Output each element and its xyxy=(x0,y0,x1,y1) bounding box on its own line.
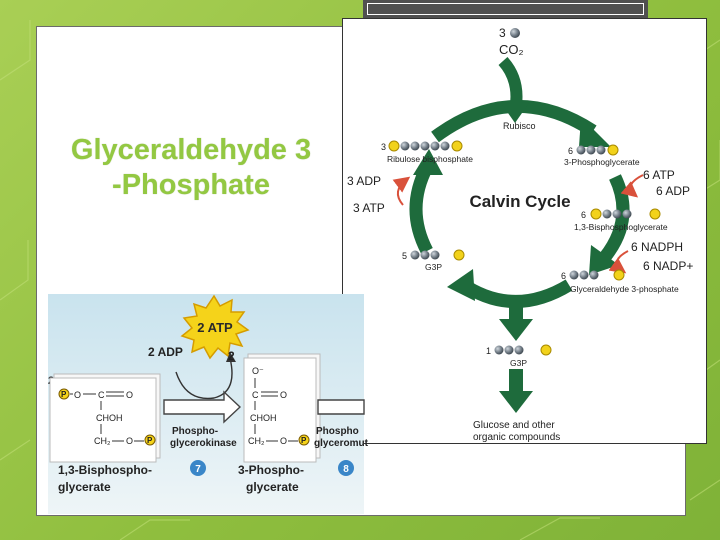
nadp-output: 6 NADP+ xyxy=(643,259,693,273)
phosphate-icon-3 xyxy=(298,434,310,446)
adp-to-atp-arrow xyxy=(175,357,233,400)
mol2-o-double: O xyxy=(280,390,287,400)
atp-label: 2 ATP xyxy=(197,320,233,335)
pga-label: 3-Phosphoglycerate xyxy=(564,157,640,167)
mol1-name-line-2: glycerate xyxy=(58,480,111,494)
slide-top-bar xyxy=(363,0,648,18)
phosphate-icon-2 xyxy=(144,434,156,446)
mol1-o-single: O xyxy=(126,436,133,446)
phosphate-symbol-1: P xyxy=(61,390,67,399)
step-8-badge xyxy=(338,460,354,476)
gap-count: 6 xyxy=(561,271,566,281)
mol2-o-minus: O⁻ xyxy=(252,366,264,376)
mol1-c-top: C xyxy=(98,390,105,400)
bpg-count: 6 xyxy=(581,210,586,220)
arrowhead-bottom xyxy=(447,269,475,301)
output-arrow-stem xyxy=(509,297,523,323)
calvin-cycle-title: Calvin Cycle xyxy=(469,192,570,211)
mol1-o-double: O xyxy=(126,390,133,400)
product-line-2: organic compounds xyxy=(473,432,560,443)
arrowhead-top xyxy=(579,117,611,147)
nadph-arrow xyxy=(608,250,629,274)
rubp-label: Ribulose bisphosphate xyxy=(387,154,473,164)
co2-molecule-icon xyxy=(510,28,520,38)
cycle-arc-left xyxy=(409,163,433,255)
co2-count: 3 xyxy=(499,26,506,40)
glycolysis-step-diagram: 2 ATP 2 ADP 2 2 P O C O CHOH CH₂ O P Pho… xyxy=(48,294,369,514)
mol2-ch2: CH₂ xyxy=(248,436,265,446)
adp-label: 2 ADP xyxy=(148,345,183,359)
atp-input-right: 6 ATP xyxy=(643,168,675,182)
mol2-choh: CHOH xyxy=(250,413,277,423)
atp-adp-arrow-left xyxy=(392,176,411,206)
atp-input-left: 3 ATP xyxy=(353,201,385,215)
rubp-chain-icon xyxy=(388,140,463,152)
mol2-name-line-2: glycerate xyxy=(246,480,299,494)
mol1-o-link: O xyxy=(74,390,81,400)
adp-output-right: 6 ADP xyxy=(656,184,690,198)
rubisco-label: Rubisco xyxy=(503,121,536,131)
pga-count: 6 xyxy=(568,146,573,156)
arrowhead-left xyxy=(413,149,443,175)
rubp-count: 3 xyxy=(381,142,386,152)
calvin-cycle-diagram: Calvin Cycle 3 CO₂ Rubisco 3 Ribulose bi… xyxy=(342,18,707,444)
enzyme2-line-1: Phospho xyxy=(316,426,359,437)
mol2-c-top: C xyxy=(252,390,259,400)
gap-chain-icon xyxy=(569,269,625,281)
step-8-number: 8 xyxy=(343,464,349,475)
g3p-recycle-chain-icon xyxy=(410,249,465,261)
adp-output-left: 3 ADP xyxy=(347,174,381,188)
atp-adp-arrow-right xyxy=(620,174,644,198)
mol2-name-line-1: 3-Phospho- xyxy=(238,463,304,477)
mol1-ch2: CH₂ xyxy=(94,436,111,446)
title-line-1: Glyceraldehyde 3 xyxy=(70,134,312,166)
enzyme1-line-1: Phospho- xyxy=(172,426,218,437)
cycle-arc-right xyxy=(599,174,630,262)
g3p-out-count: 1 xyxy=(486,346,491,356)
nadph-input: 6 NADPH xyxy=(631,240,683,254)
pga-chain-icon xyxy=(576,144,619,156)
bpg-label: 1,3-Bisphosphoglycerate xyxy=(574,222,668,232)
enzyme2-line-2: glyceromut xyxy=(314,438,369,449)
mol1-name-line-1: 1,3-Bisphospho- xyxy=(58,463,152,477)
mid-coefficient: 2 xyxy=(228,349,235,363)
step-7-badge xyxy=(190,460,206,476)
product-arrow-stem xyxy=(509,369,523,395)
slide-title: Glyceraldehyde 3 -Phosphate xyxy=(46,133,336,204)
g3p-recycle-label: G3P xyxy=(425,262,442,272)
step-7-number: 7 xyxy=(195,464,201,475)
g3p-out-label: G3P xyxy=(510,358,527,368)
phosphate-symbol-2: P xyxy=(147,436,153,445)
g3p-out-chain-icon xyxy=(494,344,552,356)
co2-label: CO₂ xyxy=(499,42,524,57)
slide-top-bar-inset xyxy=(367,3,644,15)
title-line-2: -Phosphate xyxy=(112,169,270,202)
bpg-chain-icon xyxy=(590,208,661,220)
mol2-o-single: O xyxy=(280,436,287,446)
reaction-arrow-2 xyxy=(317,399,365,415)
phosphate-symbol-3: P xyxy=(301,436,307,445)
g3p-recycle-count: 5 xyxy=(402,251,407,261)
enzyme1-line-2: glycerokinase xyxy=(170,438,237,449)
atp-starburst xyxy=(180,294,250,360)
phosphate-icon-1 xyxy=(58,388,70,400)
gap-label: Glyceraldehyde 3-phosphate xyxy=(570,284,679,294)
mol1-choh: CHOH xyxy=(96,413,123,423)
reaction-arrow-1 xyxy=(163,390,242,424)
product-line-1: Glucose and other xyxy=(473,420,555,431)
